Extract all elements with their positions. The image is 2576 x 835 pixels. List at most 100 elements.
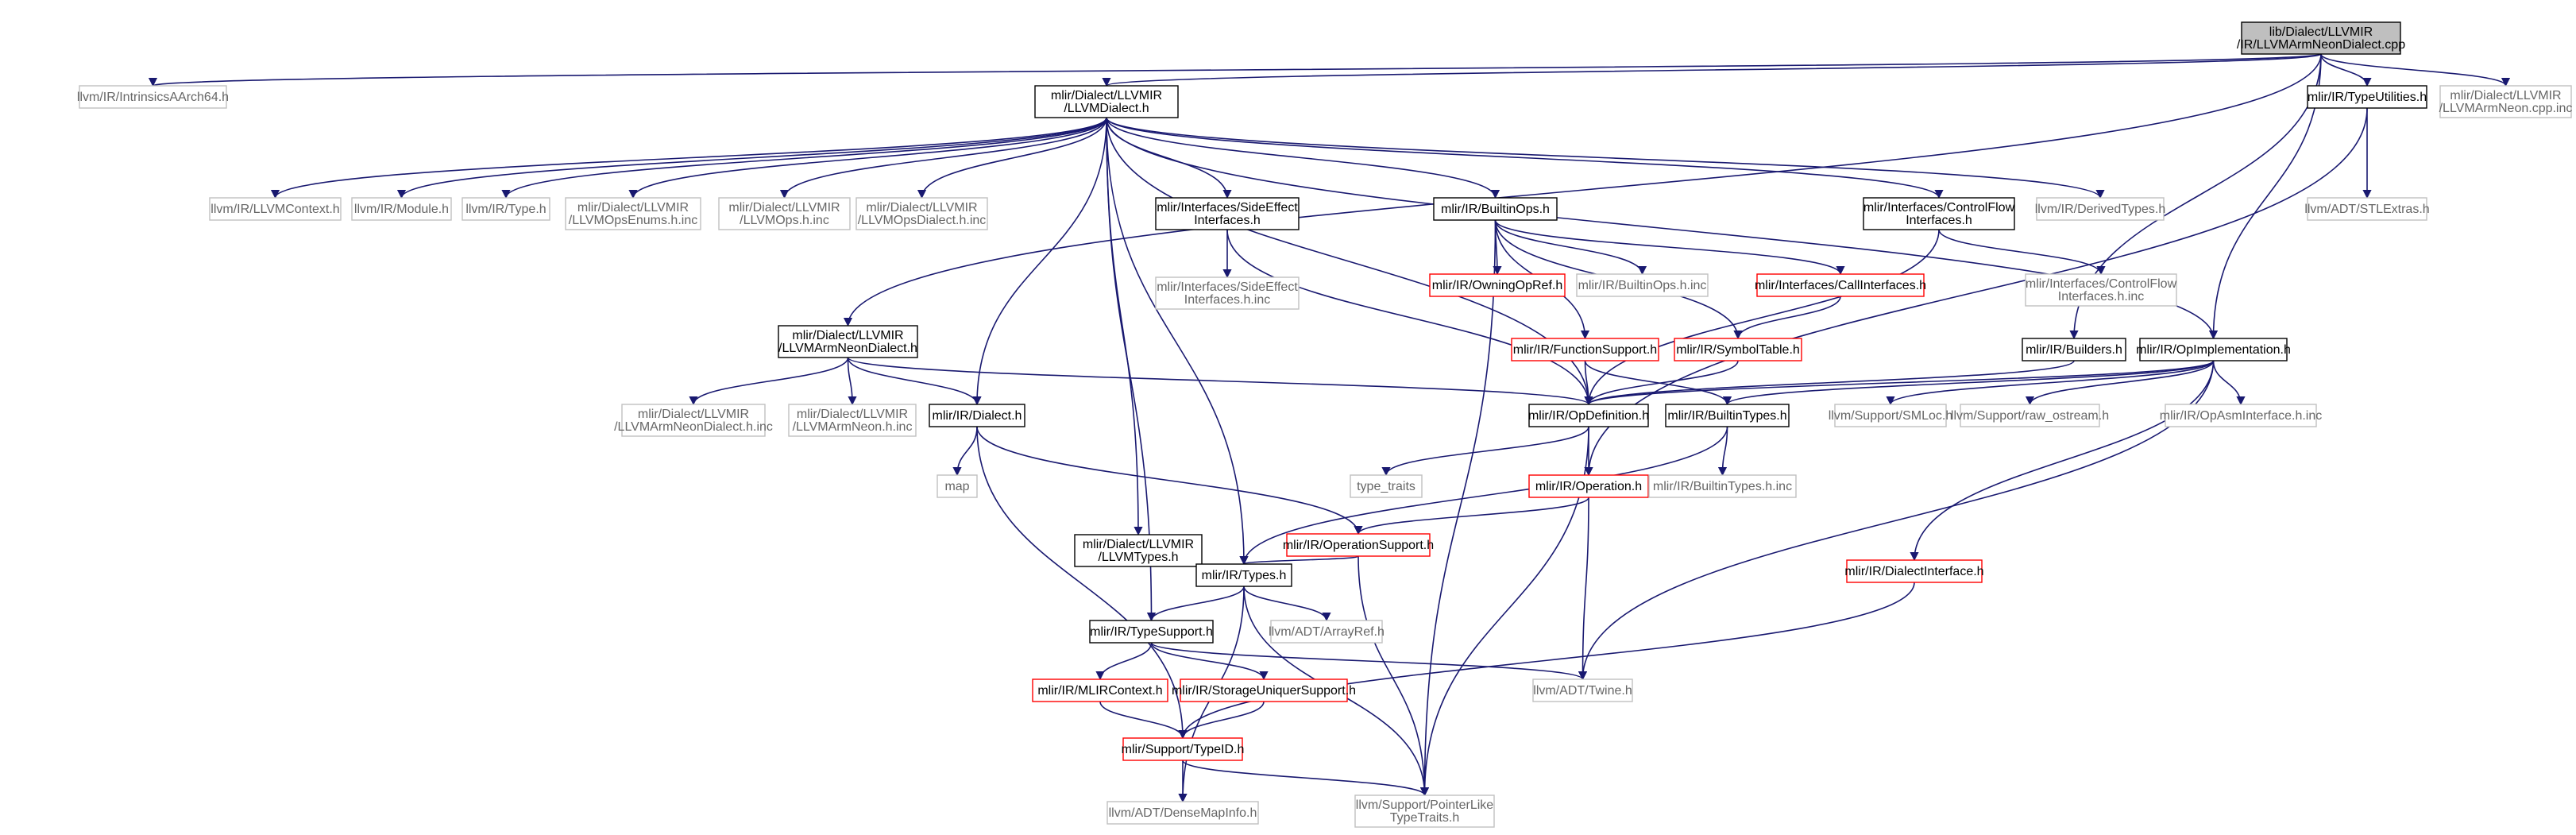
node-label-armneoninc: /LLVMArmNeon.h.inc <box>793 420 913 434</box>
node-operation[interactable]: mlir/IR/Operation.h <box>1528 474 1649 498</box>
edge-mlircontext-to-typeid <box>1099 701 1188 740</box>
edge-opdefinition-to-typetraits <box>1381 426 1589 477</box>
node-box-typetraits <box>1350 474 1423 498</box>
node-label-opsenums: mlir/Dialect/LLVMIR <box>577 201 689 215</box>
edge-llvmdialect-to-dialect <box>972 117 1107 406</box>
edge-types-to-typesupport <box>1146 586 1245 622</box>
edge-llvmdialect-to-opsenums <box>628 117 1107 199</box>
node-label-llvmtypes: mlir/Dialect/LLVMIR <box>1083 538 1194 551</box>
node-label-controlflowinc: mlir/Interfaces/ControlFlow <box>2026 277 2177 291</box>
edge-builtintypes-to-types <box>1239 426 1728 566</box>
node-label-armneondialecth: /LLVMArmNeonDialect.h <box>778 342 917 355</box>
node-armneondialectinc: mlir/Dialect/LLVMIR/LLVMArmNeonDialect.h… <box>614 404 773 437</box>
node-label-module: llvm/IR/Module.h <box>354 203 449 216</box>
node-box-typesupport <box>1089 620 1214 644</box>
node-label-intrinsics: llvm/IR/IntrinsicsAArch64.h <box>77 91 229 104</box>
node-builtintypes[interactable]: mlir/IR/BuiltinTypes.h <box>1665 404 1790 427</box>
edge-sideeffect-to-opdefinition <box>1226 229 1593 406</box>
node-owningopref[interactable]: mlir/IR/OwningOpRef.h <box>1429 273 1566 297</box>
node-armneoninc: mlir/Dialect/LLVMIR/LLVMArmNeon.h.inc <box>788 404 917 437</box>
node-box-armneondialecth <box>778 325 918 358</box>
node-label-armneondialectinc: mlir/Dialect/LLVMIR <box>638 408 749 421</box>
edge-controlflow-to-controlflowinc <box>1938 229 2106 276</box>
edge-armneondialecth-to-armneondialectinc <box>689 357 849 406</box>
node-dialectinterface[interactable]: mlir/IR/DialectInterface.h <box>1844 559 1984 583</box>
node-opsinc: mlir/Dialect/LLVMIR/LLVMOps.h.inc <box>718 197 851 230</box>
node-label-type: llvm/IR/Type.h <box>465 203 546 216</box>
node-label-llvmdialect: /LLVMDialect.h <box>1064 102 1149 115</box>
node-label-operation: mlir/IR/Operation.h <box>1535 480 1642 493</box>
node-label-typeid: mlir/Support/TypeID.h <box>1122 743 1245 756</box>
node-llvmtypes[interactable]: mlir/Dialect/LLVMIR/LLVMTypes.h <box>1074 534 1203 567</box>
node-armneondialecth[interactable]: mlir/Dialect/LLVMIR/LLVMArmNeonDialect.h <box>778 325 918 358</box>
node-label-llvmcontext: llvm/IR/LLVMContext.h <box>210 203 339 216</box>
node-builders[interactable]: mlir/IR/Builders.h <box>2022 338 2126 361</box>
node-functionsupport[interactable]: mlir/IR/FunctionSupport.h <box>1511 338 1659 361</box>
edge-opimplementation-to-dialectinterface <box>1910 360 2215 562</box>
node-label-armneoncppinc: /LLVMArmNeon.cpp.inc <box>2439 102 2573 115</box>
edge-operation-to-operationsupport <box>1354 497 1589 535</box>
edge-callinterfaces-to-symboltable <box>1733 296 1841 340</box>
node-label-typetraits: type_traits <box>1357 480 1415 493</box>
node-mlircontext[interactable]: mlir/IR/MLIRContext.h <box>1032 678 1168 702</box>
node-label-typesupport: mlir/IR/TypeSupport.h <box>1090 625 1213 639</box>
node-typeid[interactable]: mlir/Support/TypeID.h <box>1122 737 1245 761</box>
node-types[interactable]: mlir/IR/Types.h <box>1195 563 1292 587</box>
node-storageunique[interactable]: mlir/IR/StorageUniquerSupport.h <box>1172 678 1356 702</box>
edge-llvmdialect-to-opdefinition <box>1106 117 1593 406</box>
node-box-dialectinterface <box>1846 559 1983 583</box>
node-operationsupport[interactable]: mlir/IR/OperationSupport.h <box>1283 533 1434 557</box>
edge-llvmdialect-to-typesupport <box>1106 117 1157 622</box>
node-box-owningopref <box>1429 273 1566 297</box>
node-label-root: /IR/LLVMArmNeonDialect.cpp <box>2237 38 2405 52</box>
node-stlextras: llvm/ADT/STLExtras.h <box>2304 197 2430 221</box>
node-box-llvmcontext <box>209 197 342 221</box>
edge-typesupport-to-twine <box>1150 642 1587 681</box>
node-opdefinition[interactable]: mlir/IR/OpDefinition.h <box>1528 404 1649 427</box>
node-sideeffectinc: mlir/Interfaces/SideEffectInterfaces.h.i… <box>1155 276 1300 310</box>
edge-armneondialecth-to-opdefinition <box>847 357 1593 406</box>
node-box-opsenums <box>565 197 701 230</box>
edge-root-to-armneoncppinc <box>2320 53 2510 87</box>
node-label-map: map <box>944 480 969 493</box>
node-intrinsics: llvm/IR/IntrinsicsAArch64.h <box>77 85 229 109</box>
node-callinterfaces[interactable]: mlir/Interfaces/CallInterfaces.h <box>1755 273 1926 297</box>
node-root[interactable]: lib/Dialect/LLVMIR/IR/LLVMArmNeonDialect… <box>2237 21 2405 55</box>
node-builtintypesinc: mlir/IR/BuiltinTypes.h.inc <box>1648 474 1797 498</box>
node-label-sideeffect: mlir/Interfaces/SideEffect <box>1157 201 1298 215</box>
node-label-opdefinition: mlir/IR/OpDefinition.h <box>1528 409 1649 423</box>
edge-opimplementation-to-rawostream <box>2025 360 2215 406</box>
node-box-builders <box>2022 338 2126 361</box>
node-arrayref: llvm/ADT/ArrayRef.h <box>1269 620 1385 644</box>
edge-typesupport-to-storageunique <box>1150 642 1269 681</box>
node-smloc: llvm/Support/SMLoc.h <box>1829 404 1952 427</box>
node-dialect[interactable]: mlir/IR/Dialect.h <box>929 404 1025 427</box>
node-box-module <box>351 197 452 221</box>
node-box-type <box>462 197 550 221</box>
node-box-opsinc <box>718 197 851 230</box>
node-box-builtintypes <box>1665 404 1790 427</box>
node-label-armneoncppinc: mlir/Dialect/LLVMIR <box>2450 89 2561 102</box>
node-label-stlextras: llvm/ADT/STLExtras.h <box>2304 203 2429 216</box>
node-box-densemapinfo <box>1106 801 1259 825</box>
edge-opimplementation-to-opdefinition <box>1584 360 2215 406</box>
node-label-callinterfaces: mlir/Interfaces/CallInterfaces.h <box>1755 279 1926 292</box>
edge-root-to-llvmdialect <box>1103 53 2322 87</box>
node-box-mlircontext <box>1032 678 1168 702</box>
edge-symboltable-to-opdefinition <box>1584 360 1739 406</box>
node-typeutilities[interactable]: mlir/IR/TypeUtilities.h <box>2307 85 2427 109</box>
node-label-sideeffect: Interfaces.h <box>1194 214 1261 227</box>
node-box-map <box>937 474 978 498</box>
edge-dialect-to-map <box>952 426 978 477</box>
node-llvmdialect[interactable]: mlir/Dialect/LLVMIR/LLVMDialect.h <box>1034 85 1179 118</box>
node-typesupport[interactable]: mlir/IR/TypeSupport.h <box>1089 620 1214 644</box>
node-label-dialect: mlir/IR/Dialect.h <box>933 409 1022 423</box>
node-symboltable[interactable]: mlir/IR/SymbolTable.h <box>1674 338 1802 361</box>
node-label-opsinc: mlir/Dialect/LLVMIR <box>728 201 840 215</box>
edge-functionsupport-to-opdefinition <box>1584 360 1593 406</box>
node-opimplementation[interactable]: mlir/IR/OpImplementation.h <box>2136 338 2291 361</box>
node-builtinops[interactable]: mlir/IR/BuiltinOps.h <box>1433 197 1558 221</box>
